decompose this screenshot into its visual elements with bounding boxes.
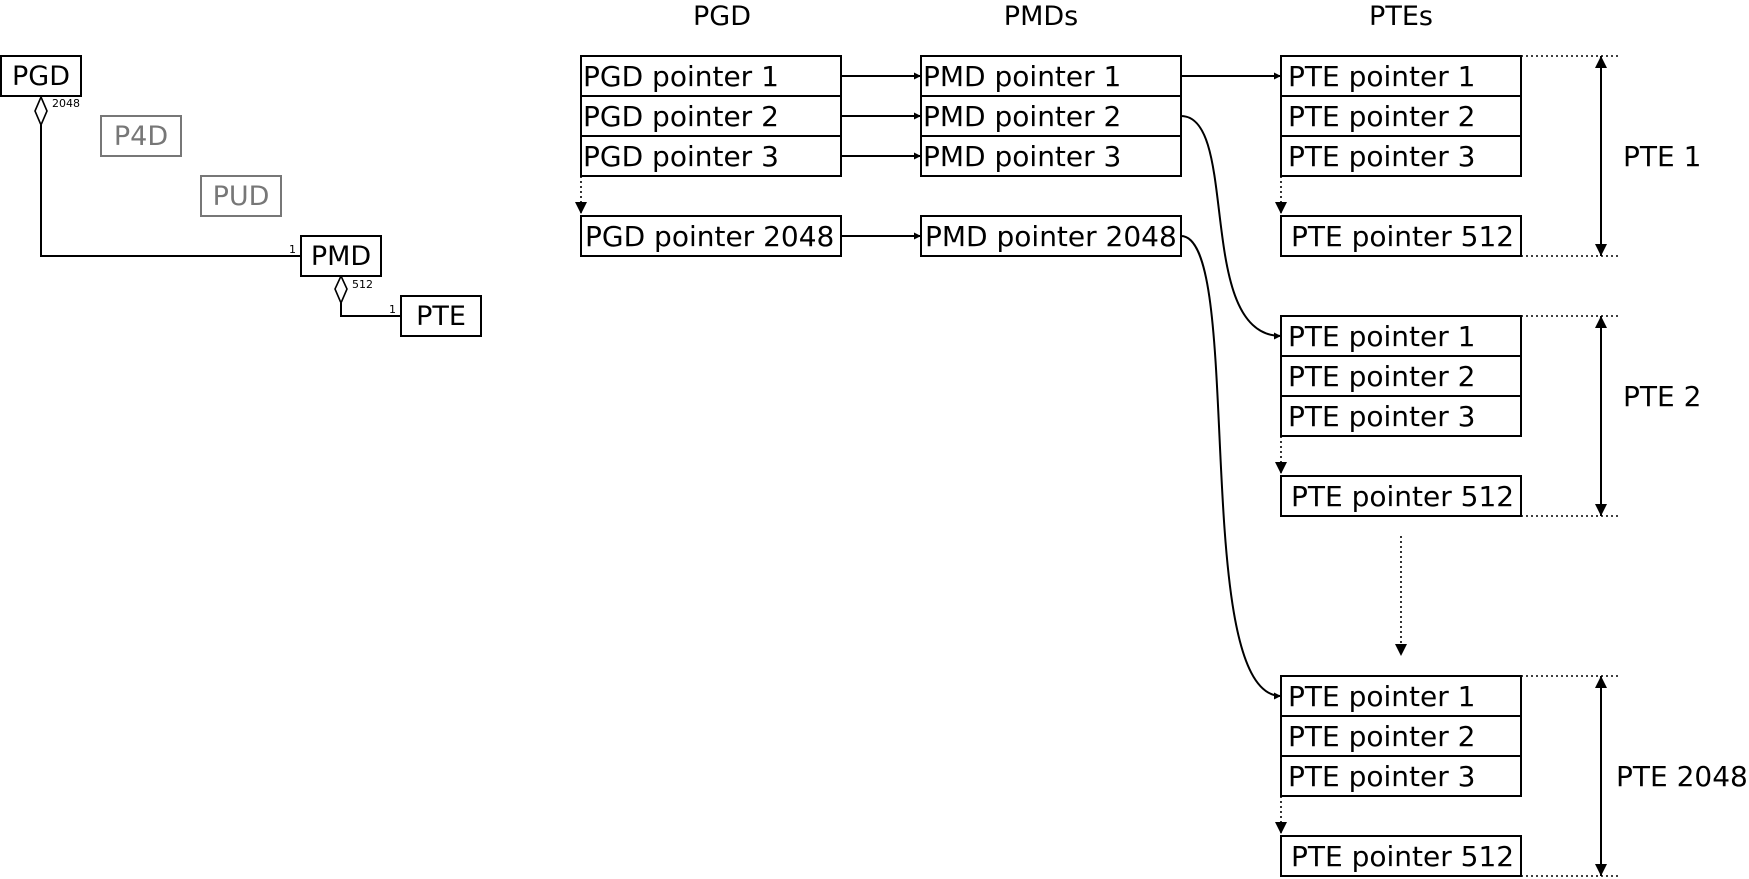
- uml-pte-box: [400, 295, 482, 337]
- pte-table-label: PTE 2: [1623, 380, 1701, 413]
- pte-multiplicity-one: 1: [389, 303, 396, 316]
- pte-cell-label: PTE pointer 2: [1288, 360, 1475, 393]
- pmd-cell-label: PMD pointer 2048: [925, 220, 1177, 253]
- pte-cell: [1280, 355, 1522, 397]
- uml-p4d-label: P4D: [114, 121, 168, 152]
- pmd-multiplicity: 512: [352, 278, 373, 291]
- pte-cell: [1280, 675, 1522, 717]
- pte-cell-label: PTE pointer 3: [1288, 760, 1475, 793]
- pte-cell-label: PTE pointer 512: [1291, 840, 1514, 873]
- uml-p4d-box: [100, 115, 182, 157]
- pte-cell: [1280, 215, 1522, 257]
- pmd-pte-connector: [340, 303, 401, 317]
- header-pgd: PGD: [693, 1, 751, 32]
- uml-pud-box: [200, 175, 282, 217]
- pte-cell: [1280, 135, 1522, 177]
- header-ptes: PTEs: [1369, 1, 1433, 32]
- pte-cell-label: PTE pointer 2: [1288, 720, 1475, 753]
- pte-cell-label: PTE pointer 3: [1288, 400, 1475, 433]
- pte-cell: [1280, 755, 1522, 797]
- pgd-composition-diamond: [34, 94, 48, 128]
- pgd-cell: [580, 95, 842, 137]
- pte-cell-label: PTE pointer 1: [1288, 680, 1475, 713]
- pte-table-2: PTE pointer 1 PTE pointer 2 PTE pointer …: [1275, 315, 1701, 517]
- pgd-cell: [580, 135, 842, 177]
- pgd-cell-label: PGD pointer 2048: [585, 220, 834, 253]
- pmd-cell-label: PMD pointer 2: [923, 100, 1121, 133]
- uml-pte-label: PTE: [416, 301, 466, 332]
- uml-pud-label: PUD: [213, 181, 270, 212]
- pte-cell: [1280, 395, 1522, 437]
- pte-table-1: PTE pointer 1 PTE pointer 2 PTE pointer …: [1275, 55, 1701, 257]
- pmd-cell-label: PMD pointer 1: [923, 60, 1121, 93]
- pte-table-2048: PTE pointer 1 PTE pointer 2 PTE pointer …: [1275, 675, 1748, 877]
- pgd-cell: [580, 55, 842, 97]
- pgd-cell-label: PGD pointer 3: [583, 140, 779, 173]
- pgd-cell-label: PGD pointer 1: [583, 60, 779, 93]
- pgd-cell: [580, 215, 842, 257]
- pte-cell: [1280, 475, 1522, 517]
- pte-cell-label: PTE pointer 1: [1288, 60, 1475, 93]
- pte-table-label: PTE 2048: [1616, 760, 1748, 793]
- uml-pmd-label: PMD: [311, 241, 371, 272]
- pte-cell-label: PTE pointer 512: [1291, 220, 1514, 253]
- pte-cell: [1280, 315, 1522, 357]
- pte-cell-label: PTE pointer 3: [1288, 140, 1475, 173]
- pmd-cell-label: PMD pointer 3: [923, 140, 1121, 173]
- uml-pgd-label: PGD: [12, 61, 70, 92]
- pte-cell-label: PTE pointer 1: [1288, 320, 1475, 353]
- pmd-table: PMD pointer 1 PMD pointer 2 PMD pointer …: [920, 55, 1182, 257]
- pte-table-label: PTE 1: [1623, 140, 1701, 173]
- pmd-multiplicity-one: 1: [289, 243, 296, 256]
- pmd-composition-diamond: [334, 274, 348, 306]
- pte-cell-label: PTE pointer 512: [1291, 480, 1514, 513]
- uml-pgd-box: [0, 55, 82, 97]
- pte-cell: [1280, 835, 1522, 877]
- uml-pmd-box: [300, 235, 382, 277]
- pmd-cell: [920, 135, 1182, 177]
- pgd-pmd-connector: [40, 125, 301, 257]
- pte-cell: [1280, 715, 1522, 757]
- header-pmds: PMDs: [1004, 1, 1078, 32]
- pmd-to-pte-arrow: [1180, 115, 1282, 340]
- pgd-cell-label: PGD pointer 2: [583, 100, 779, 133]
- pgd-table: PGD pointer 1 PGD pointer 2 PGD pointer …: [575, 55, 842, 257]
- uml-hierarchy: PGD P4D PUD PMD PTE 2048 1 512 1: [0, 55, 482, 337]
- pgd-multiplicity: 2048: [52, 97, 80, 110]
- pte-cell-label: PTE pointer 2: [1288, 100, 1475, 133]
- pmd-to-pte-arrow: [1180, 235, 1282, 700]
